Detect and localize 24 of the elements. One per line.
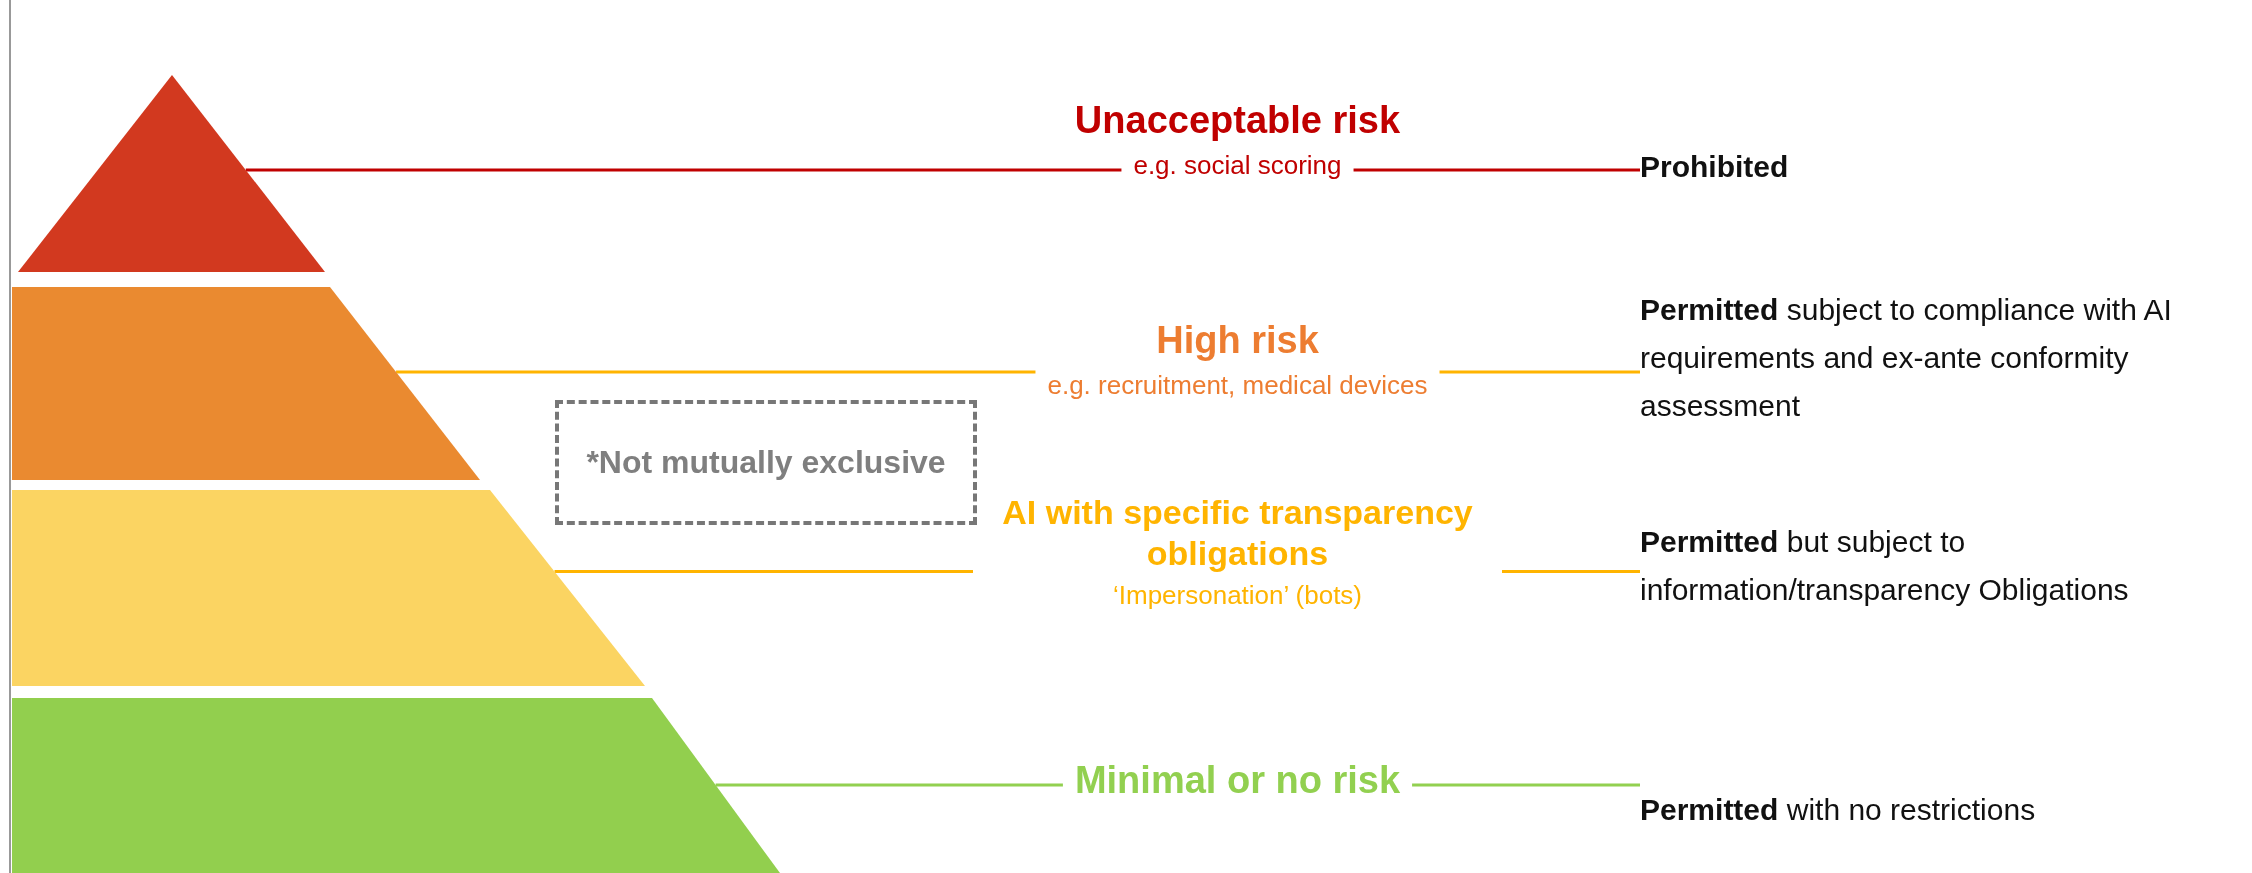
note-box: *Not mutually exclusive xyxy=(555,400,977,525)
connector-line xyxy=(245,168,1122,172)
obligation-text: Permitted but subject to information/transparency Obligations xyxy=(1640,518,2240,614)
connector-line xyxy=(1502,570,1640,574)
obligation-text: Permitted subject to compliance with AI requirements and ex-ante conformity assessment xyxy=(1640,286,2240,430)
connector-line xyxy=(396,370,1036,374)
obligation-text: Prohibited xyxy=(1640,143,1789,191)
risk-example-text: e.g. social scoring xyxy=(1133,148,1342,182)
connector-line xyxy=(1353,168,1640,172)
risk-level-heading: Minimal or no risk xyxy=(1074,758,1401,803)
pyramid-tier xyxy=(18,75,325,272)
risk-level-heading: High risk xyxy=(1156,318,1319,363)
connector-line xyxy=(554,570,973,574)
pyramid-tier xyxy=(12,287,480,480)
connector-line xyxy=(715,783,1063,787)
risk-example-text: e.g. recruitment, medical devices xyxy=(1047,368,1428,402)
obligation-text: Permitted with no restrictions xyxy=(1640,786,2036,834)
pyramid-tier xyxy=(12,698,780,873)
connector-line xyxy=(1412,783,1640,787)
connector-line xyxy=(1439,370,1640,374)
pyramid-tier xyxy=(12,490,645,686)
risk-level-heading: AI with specific transparency obligations xyxy=(1001,492,1474,574)
risk-example-text: ‘Impersonation’ (bots) xyxy=(1113,578,1362,612)
risk-level-heading: Unacceptable risk xyxy=(1074,98,1401,143)
